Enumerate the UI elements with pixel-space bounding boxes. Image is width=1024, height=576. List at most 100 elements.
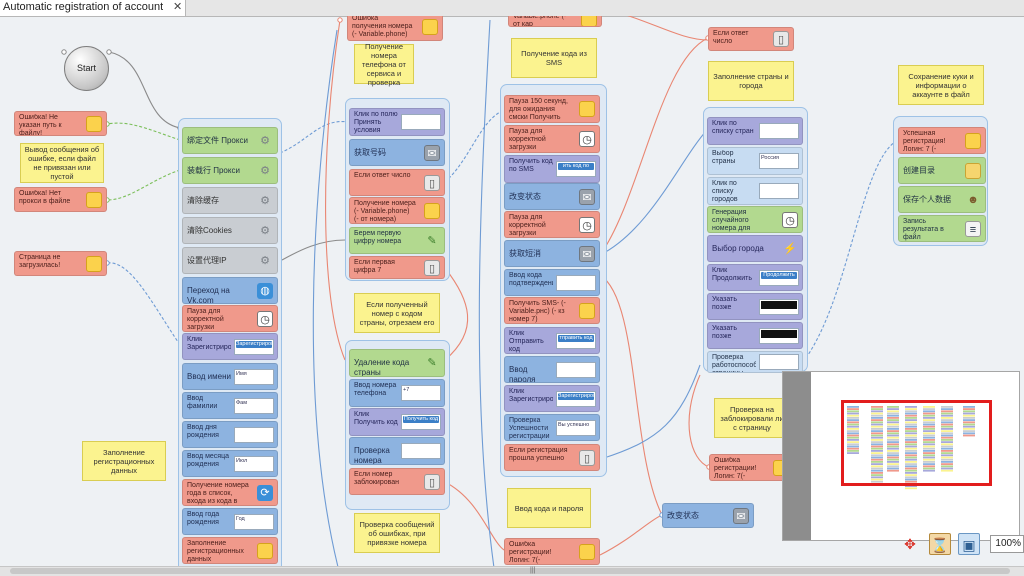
sticky-note[interactable]: Если полученный номер с кодом страны, от… — [354, 293, 440, 333]
action-node[interactable]: Если ответ число▯ — [349, 169, 445, 196]
minimap[interactable] — [782, 371, 1020, 541]
sticky-note[interactable]: Получение кода из SMS — [511, 38, 597, 78]
action-node[interactable]: 设置代理IP⚙ — [182, 247, 278, 274]
workflow-canvas[interactable]: Start Вывод сообщения об ошибке, если фа… — [0, 16, 1024, 566]
action-node[interactable]: Если регистрация прошла успешно▯ — [504, 444, 600, 471]
minimap-viewport[interactable] — [841, 400, 992, 486]
scrollbar-thumb[interactable] — [10, 568, 1010, 574]
minimap-block — [963, 417, 975, 419]
minimap-block — [871, 474, 883, 476]
action-node[interactable]: Клик по списку стран — [707, 117, 803, 145]
action-node[interactable]: Если ответ число▯ — [708, 27, 794, 51]
action-node[interactable]: 装载行 Прокси⚙ — [182, 157, 278, 184]
tab-automatic-registration[interactable]: Automatic registration of account ✕ — [0, 0, 186, 16]
action-node[interactable]: Пауза для корректной загрузки◷ — [182, 305, 278, 332]
minimap-block — [923, 456, 935, 459]
action-node[interactable]: Удаление кода страны✎ — [349, 349, 445, 377]
action-node[interactable]: Ввод кода подтверждения — [504, 269, 600, 296]
move-cross-icon[interactable]: ✥ — [904, 536, 916, 552]
action-node[interactable]: Ошибка! Не указан путь к файлу! — [14, 111, 107, 136]
sticky-note[interactable]: Ввод кода и пароля — [507, 488, 591, 528]
action-node[interactable]: Ошибка получения номера (- Variable.phon… — [347, 16, 443, 41]
tab-close-icon[interactable]: ✕ — [173, 1, 183, 13]
minimap-block — [941, 463, 953, 465]
action-label: Проверка Успешности регистрации — [509, 417, 550, 440]
action-node[interactable]: Получить SMS- (- Variable.рнс) (- кз ном… — [504, 297, 600, 324]
action-node[interactable]: 清除缓存⚙ — [182, 187, 278, 214]
env-icon: ✉ — [579, 245, 595, 262]
action-node[interactable]: Запись результата в файл≡ — [898, 215, 986, 242]
element-preview-thumbnail — [759, 183, 799, 199]
action-node[interactable]: Страница не загрузилась! — [14, 251, 107, 276]
action-node[interactable]: Ввод дня рождения — [182, 421, 278, 448]
sticky-note[interactable]: Проверка на заблокировали ли с страницу — [714, 398, 790, 438]
sticky-note[interactable]: Заполнение регистрационных данных — [82, 441, 166, 481]
action-node[interactable]: Генерация случайного номера для выбора г… — [707, 206, 803, 233]
action-node[interactable]: Ввод номера телефона+7 — [349, 379, 445, 407]
action-node[interactable]: Берем первую цифру номера✎ — [349, 227, 445, 254]
action-node[interactable]: Выбор города⚡ — [707, 235, 803, 262]
action-node[interactable]: 保存个人数据☻ — [898, 186, 986, 213]
action-node[interactable]: Получение номера года в список, входа из… — [182, 479, 278, 506]
minimap-block — [847, 452, 859, 454]
action-label: Генерация случайного номера для выбора г… — [712, 209, 751, 232]
action-label: Выбор города — [712, 243, 764, 253]
action-node[interactable]: 清除Cookies⚙ — [182, 217, 278, 244]
action-node[interactable]: 获取号码✉ — [349, 139, 445, 166]
action-node[interactable]: Успешная регистрация! Логин: 7 (-Variabl… — [898, 127, 986, 154]
action-node[interactable]: Клик ЗарегистрироватьсяЗарегистрирова — [504, 385, 600, 412]
fit-window-icon[interactable]: ▣ — [958, 533, 980, 555]
action-node[interactable]: 改变状态✉ — [504, 183, 600, 210]
minimap-block — [847, 417, 859, 419]
note-icon — [86, 191, 102, 208]
action-node[interactable]: Variable.phone (- от кар — [508, 16, 602, 27]
env-icon: ✉ — [579, 188, 595, 205]
action-node[interactable]: Клик по полю Принять условия — [349, 108, 445, 136]
action-node[interactable]: Проверка номера — [349, 437, 445, 465]
action-node[interactable]: 绑定文件 Прокси⚙ — [182, 127, 278, 154]
connection-line — [279, 120, 350, 154]
sticky-note[interactable]: Сохранение куки и информации о аккаунте … — [898, 65, 984, 105]
minimap-block — [887, 463, 899, 465]
action-node[interactable]: Пауза для корректной загрузки◷ — [504, 211, 600, 238]
action-node[interactable]: Указать позже — [707, 293, 803, 320]
action-node[interactable]: Если номер заблокирован▯ — [349, 468, 445, 495]
action-node[interactable]: Если первая цифра 7▯ — [349, 256, 445, 279]
action-node[interactable]: Ошибка регистрации! Логин: 7(- Variable.… — [504, 538, 600, 565]
minimap-block — [941, 465, 953, 468]
hourglass-icon[interactable]: ⌛ — [929, 533, 951, 555]
action-node[interactable]: Заполнение регистрационных данных — [182, 537, 278, 564]
sticky-note[interactable]: Проверка сообщений об ошибках, при привя… — [354, 513, 440, 553]
action-node[interactable]: Ввод пароля — [504, 356, 600, 383]
action-node[interactable]: 获取短消✉ — [504, 240, 600, 267]
action-node[interactable]: Клик по списку городов — [707, 177, 803, 205]
action-node[interactable]: Переход на Vk.com◍ — [182, 277, 278, 304]
sticky-note[interactable]: Вывод сообщения об ошибке, если файл не … — [20, 143, 104, 183]
action-node[interactable]: Получение номера (- Variable.phone) (- о… — [349, 197, 445, 224]
sticky-note[interactable]: Заполнение страны и города — [708, 61, 794, 101]
action-node[interactable]: Указать позже — [707, 322, 803, 349]
start-node[interactable]: Start — [64, 46, 109, 91]
horizontal-scrollbar[interactable]: ||| — [0, 566, 1024, 576]
action-node[interactable]: Проверка работоспособности страницы — [707, 351, 803, 373]
zoom-level[interactable]: 100% — [990, 535, 1024, 553]
action-node[interactable]: Пауза для корректной загрузки◷ — [504, 125, 600, 153]
action-node[interactable]: Клик ЗарегистрироватьсяЗарегистрировать — [182, 333, 278, 360]
action-node[interactable]: 创建目录 — [898, 157, 986, 184]
action-node[interactable]: Пауза 150 секунд, для ожидания смски Пол… — [504, 95, 600, 123]
user-icon: ☻ — [967, 193, 979, 206]
action-node[interactable]: Ошибка! Нет прокси в файле — [14, 187, 107, 212]
action-node[interactable]: 改变状态✉ — [662, 503, 754, 528]
minimap-block — [941, 417, 953, 419]
sticky-note[interactable]: Получение номера телефона от сервиса и п… — [354, 42, 414, 87]
